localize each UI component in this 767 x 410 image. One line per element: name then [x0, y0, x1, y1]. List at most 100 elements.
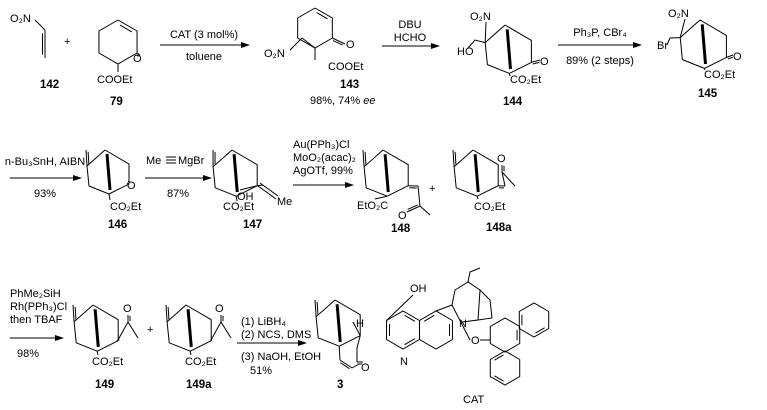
bond-3-methylene: [316, 301, 319, 315]
label-3: 3: [337, 379, 343, 391]
skeleton-145-bridge: [700, 24, 707, 65]
bond-145-ester: [703, 68, 706, 71]
bond-145-no2: [679, 18, 686, 38]
skeleton-149: [92, 304, 119, 352]
ring-143: [297, 7, 333, 49]
arrow-step4-head: [73, 175, 82, 181]
bond-149a-chain: [210, 321, 232, 341]
yield-143: 98%, 74% ee: [310, 95, 375, 107]
skeleton-149a: [185, 304, 212, 352]
skeleton-147: [212, 149, 237, 197]
skeleton-3-bridge: [335, 304, 342, 343]
group-co2et-149: CO₂Et: [92, 356, 123, 368]
bond-3-h: [352, 321, 361, 336]
skeleton-144: [504, 24, 532, 74]
bond-3-enone: [339, 359, 353, 369]
skeleton-145: [679, 19, 705, 69]
step4-yield: 93%: [34, 188, 56, 200]
group-co2et-148a: CO₂Et: [474, 201, 505, 213]
bond-3-ring: [356, 335, 361, 362]
bond-3-ring: [351, 363, 360, 369]
label-148: 148: [391, 223, 411, 235]
plus-sign: +: [147, 324, 153, 336]
bond-148a-methylene: [454, 151, 457, 165]
label-148a: 148a: [486, 222, 512, 234]
group-n-quinoline: N: [400, 356, 408, 368]
bond-cat-co: [451, 304, 471, 341]
skeleton-149-bridge: [93, 309, 100, 348]
bond-146-methylene: [87, 151, 90, 164]
label-147: 147: [243, 219, 262, 231]
label-143: 143: [340, 79, 359, 91]
group-br-145: Br: [657, 40, 668, 52]
ring-cat-phen-c-double: [494, 354, 504, 361]
bond-146-methylene: [85, 149, 88, 167]
group-cooet-79: COOEt: [97, 74, 132, 86]
step6-reagent-1: Au(PPh₃)Cl: [293, 139, 349, 151]
label-146: 146: [108, 219, 127, 231]
step5-reagent-me: Me: [146, 155, 161, 167]
label-142: 142: [40, 79, 59, 91]
skeleton-144: [484, 24, 510, 74]
group-o-79: O: [133, 53, 142, 65]
ring-cat-quinoline-a: [386, 310, 420, 350]
group-o2n-143: O₂N: [264, 48, 285, 60]
bond-layer: [10, 7, 734, 386]
arrow-step1-head: [241, 42, 250, 48]
bond-148-methylene: [362, 149, 365, 167]
ring-79-double: [119, 24, 132, 33]
group-me-147: Me: [277, 196, 292, 208]
group-o-148a: O: [497, 153, 506, 165]
group-o-146: O: [127, 180, 136, 192]
bond-144-ester: [508, 73, 511, 77]
ring-cat-phen-a: [489, 317, 521, 353]
group-o-148: O: [398, 210, 407, 222]
label-79: 79: [110, 96, 123, 108]
skeleton-144-bridge: [505, 29, 512, 70]
group-o2n-142: O₂N: [10, 13, 31, 25]
step8-reagent-1: (1) LiBH₄: [241, 316, 286, 328]
bond-143-chain: [289, 37, 316, 51]
step7-yield: 98%: [17, 348, 39, 360]
bond-143-co: [332, 37, 346, 45]
label-149: 149: [95, 379, 114, 391]
group-h-3: H: [356, 318, 364, 330]
ring-143-double: [316, 12, 328, 20]
bond-148-me: [419, 205, 431, 216]
group-o-143: O: [346, 39, 355, 51]
step8-yield: 51%: [250, 365, 272, 377]
bond-144-no2: [484, 21, 487, 43]
step7-reagent-2: Rh(PPh₃)Cl: [10, 301, 67, 313]
bond-cat-propyl: [467, 267, 481, 283]
group-o-3: O: [361, 362, 370, 374]
group-o-144: O: [540, 56, 549, 68]
bond-3-enone: [340, 362, 350, 370]
skeleton-149: [73, 304, 98, 352]
bond-149a-ester: [189, 351, 192, 356]
bond-144-ch2oh: [467, 39, 486, 49]
skeleton-3: [315, 299, 340, 347]
arrow-step3-head: [633, 42, 642, 48]
ring-cat-phen-b: [518, 302, 550, 338]
ring-cat-phen-c: [489, 350, 521, 386]
bond-147-alkyne: [259, 182, 279, 197]
group-o-145: O: [733, 51, 742, 63]
bond-146-co: [126, 182, 130, 185]
skeleton-145: [699, 19, 727, 69]
skeleton-149a: [166, 304, 191, 352]
bond-3-ring: [338, 346, 341, 361]
bond-146-co: [127, 180, 130, 183]
step5-yield: 87%: [167, 188, 189, 200]
group-oh-147: OH: [237, 191, 254, 203]
bond-148-co: [406, 205, 421, 213]
step7-reagent-1: PhMe₂SiH: [10, 288, 61, 300]
group-o2n-145: O₂N: [668, 8, 689, 20]
skeleton-148a-bridge: [473, 154, 480, 193]
skeleton-146: [86, 149, 110, 195]
bond-145-ch2br: [666, 37, 681, 46]
bond-143-co: [332, 40, 343, 46]
bond-148a-ester: [476, 196, 479, 200]
bond-148-methylene: [364, 151, 367, 165]
ring-cat-quinuclidine: [451, 281, 481, 323]
group-o2n-144: O₂N: [470, 11, 491, 23]
